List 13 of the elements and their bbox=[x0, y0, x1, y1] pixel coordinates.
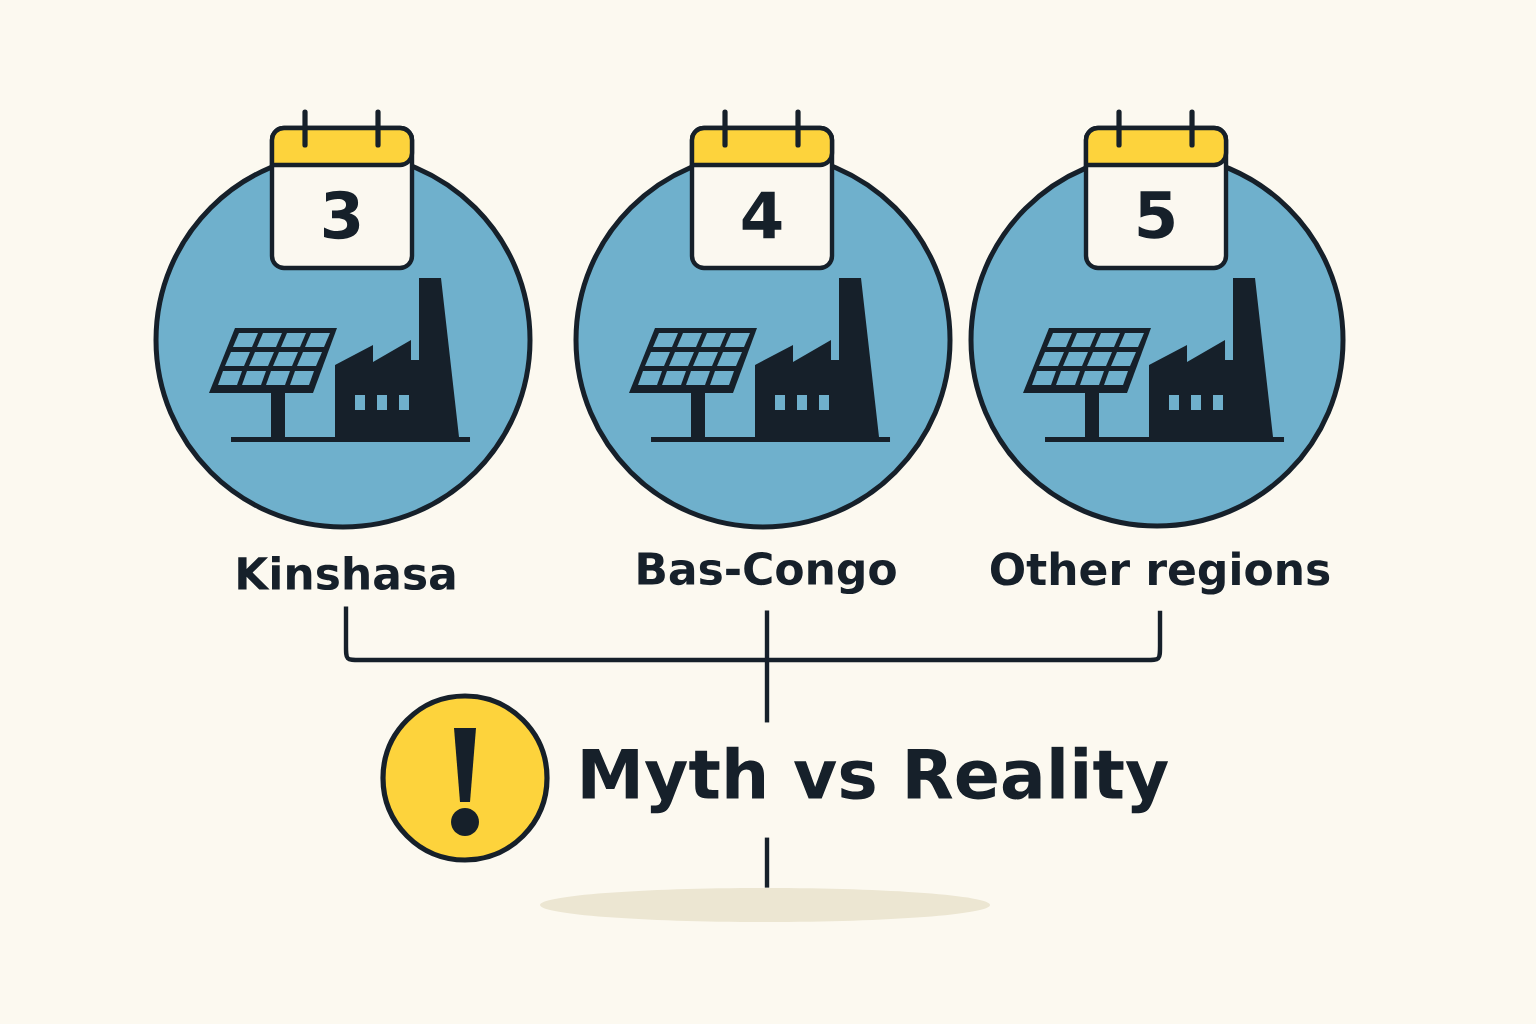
heading: Myth vs Reality bbox=[582, 746, 1169, 814]
region-calendar-drawing: 4 bbox=[573, 109, 953, 530]
region-calendar-drawing: 3 bbox=[153, 109, 533, 530]
region-label: Other regions bbox=[990, 551, 1330, 595]
region-label: Kinshasa bbox=[238, 556, 455, 591]
region-label: Bas-Congo bbox=[638, 551, 896, 595]
region-calendar-drawing: 5 bbox=[968, 109, 1346, 529]
connector-line bbox=[767, 610, 1163, 663]
ground-shadow bbox=[540, 888, 990, 922]
connector-line bbox=[764, 660, 770, 723]
connector-line bbox=[764, 610, 770, 660]
connector-line bbox=[764, 837, 770, 888]
connector-line bbox=[343, 606, 767, 663]
